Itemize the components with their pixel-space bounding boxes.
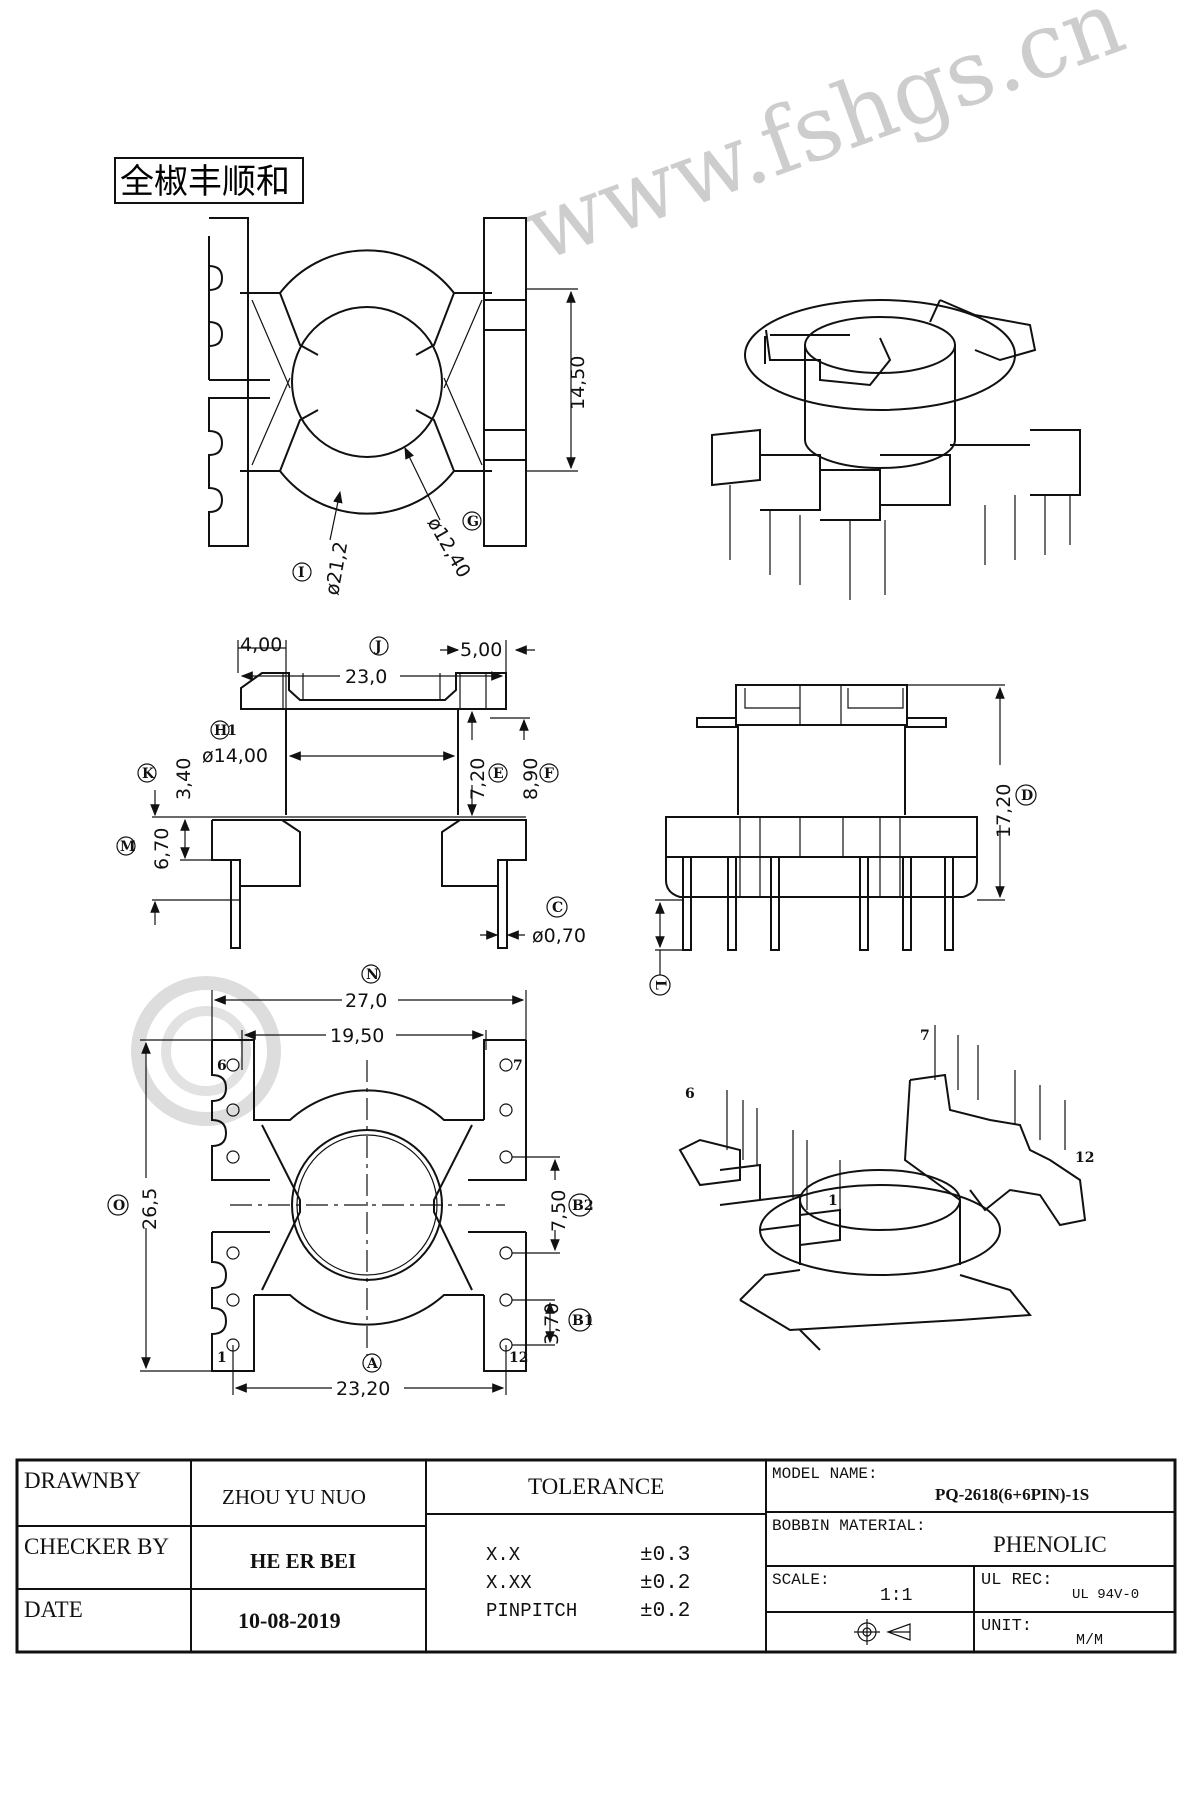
tag-overall: N xyxy=(366,967,379,983)
dim-e: 7,20 xyxy=(467,758,489,800)
tag-f: F xyxy=(544,766,554,782)
top-view: 14,50 ø12,40 G ø21,2 I xyxy=(208,217,589,597)
model-label: MODEL NAME: xyxy=(772,1465,878,1483)
company-title-box: 全椒丰顺和 xyxy=(114,157,304,204)
pin-label: 7 xyxy=(513,1058,523,1074)
dim-pin-span: 23,20 xyxy=(336,1378,390,1400)
tag-k: K xyxy=(142,766,155,782)
tag-tube: H1 xyxy=(214,723,237,739)
dim-f: 8,90 xyxy=(520,758,542,800)
side-view-left: 23,0 J 4,00 5,00 ø14,00 H1 K 3,40 6,70 M… xyxy=(116,634,586,949)
title-block: DRAWNBY ZHOU YU NUO CHECKER BY HE ER BEI… xyxy=(15,1458,1177,1654)
watermark-text: www.fshgs.cn xyxy=(512,0,1137,283)
projection-symbol-icon xyxy=(854,1619,911,1645)
unit-label: UNIT: xyxy=(981,1617,1032,1636)
scale-value: 1:1 xyxy=(880,1586,912,1606)
dim-height: 14,50 xyxy=(567,356,589,410)
drawn-by-label: DRAWNBY xyxy=(24,1468,141,1493)
tag-pin: C xyxy=(552,900,563,916)
dim-m: 6,70 xyxy=(151,828,173,870)
model-value: PQ-2618(6+6PIN)-1S xyxy=(935,1485,1089,1504)
tag-pin-len: L xyxy=(652,980,668,990)
date-label: DATE xyxy=(24,1597,83,1622)
material-label: BOBBIN MATERIAL: xyxy=(772,1517,926,1535)
tag-height: D xyxy=(1021,788,1033,804)
dim-tube-dia: ø14,00 xyxy=(202,745,268,767)
bottom-view: 6 7 1 12 27,0 N 19,50 26,5 O 7,50 B2 3,7… xyxy=(107,964,594,1400)
pin xyxy=(230,859,241,949)
tolerance-name: X.X xyxy=(486,1544,521,1566)
dim-pin-pitch: 3,70 xyxy=(541,1303,563,1345)
ul-label: UL REC: xyxy=(981,1571,1052,1590)
checker-value: HE ER BEI xyxy=(250,1549,356,1573)
top-view-core-hole xyxy=(291,306,443,458)
scale-label: SCALE: xyxy=(772,1571,830,1589)
pin-label: 7 xyxy=(920,1028,930,1044)
dim-height: 26,5 xyxy=(139,1188,161,1230)
tag-e: E xyxy=(493,766,504,782)
dim-width: 23,0 xyxy=(345,666,387,688)
pin-label: 12 xyxy=(1075,1150,1094,1166)
tag-pin-span: A xyxy=(366,1356,379,1372)
tag-m: M xyxy=(120,839,136,855)
pins-row xyxy=(682,856,954,951)
tag-width: J xyxy=(373,639,382,655)
tolerance-label: TOLERANCE xyxy=(528,1474,664,1499)
pin-label: 6 xyxy=(685,1086,695,1102)
dim-outer-dia: ø21,2 xyxy=(321,540,352,597)
tag-row-pitch: B2 xyxy=(572,1198,594,1214)
pin-label: 12 xyxy=(509,1350,528,1366)
iso-pins xyxy=(726,1025,1066,1215)
iso-view-top xyxy=(711,299,1081,600)
pin-label: 1 xyxy=(217,1350,227,1366)
dim-row-pitch: 7,50 xyxy=(548,1190,570,1232)
dim-pin: ø0,70 xyxy=(532,925,586,947)
ul-value: UL 94V-0 xyxy=(1072,1587,1139,1603)
dim-k: 3,40 xyxy=(173,758,195,800)
dim-height: 17,20 xyxy=(993,784,1015,838)
drawn-by-value: ZHOU YU NUO xyxy=(222,1485,366,1509)
dim-right-flange: 5,00 xyxy=(460,639,502,661)
material-value: PHENOLIC xyxy=(993,1532,1107,1557)
date-value: 10-08-2019 xyxy=(238,1608,341,1633)
checker-label: CHECKER BY xyxy=(24,1534,169,1559)
tag-inner: G xyxy=(467,514,479,530)
pin xyxy=(497,859,508,949)
pin-label: 1 xyxy=(828,1193,838,1209)
watermark-logo xyxy=(131,976,281,1126)
tolerance-value: ±0.2 xyxy=(640,1600,690,1623)
dim-left-flange: 4,00 xyxy=(240,634,282,656)
iso-view-bottom: 6 7 1 12 xyxy=(678,1025,1094,1351)
tag-height: O xyxy=(113,1198,125,1214)
company-title: 全椒丰顺和 xyxy=(120,162,290,202)
tolerance-name: PINPITCH xyxy=(486,1600,577,1622)
side-view-right: 17,20 D L xyxy=(649,684,1037,996)
tolerance-value: ±0.3 xyxy=(640,1544,690,1567)
tag-outer: I xyxy=(298,565,305,581)
unit-value: M/M xyxy=(1076,1632,1103,1649)
tag-pin-pitch: B1 xyxy=(572,1313,594,1329)
dim-overall: 27,0 xyxy=(345,990,387,1012)
pin-label: 6 xyxy=(217,1058,227,1074)
tolerance-value: ±0.2 xyxy=(640,1572,690,1595)
dim-inner: 19,50 xyxy=(330,1025,384,1047)
tolerance-name: X.XX xyxy=(486,1572,532,1594)
